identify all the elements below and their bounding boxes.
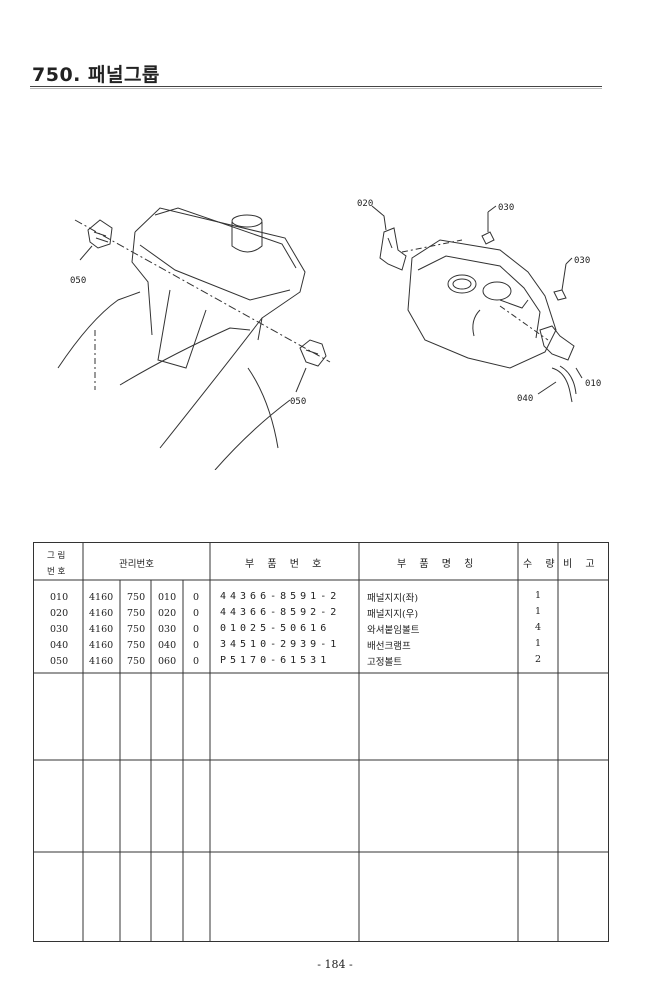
- header-part-no: 부 품 번 호: [245, 559, 327, 570]
- row4-m1: 4160: [89, 640, 114, 651]
- callout-040: 040: [517, 394, 533, 404]
- callout-020: 020: [357, 199, 373, 209]
- left-cowl: [57, 291, 141, 369]
- left-frame: [159, 317, 263, 449]
- bracket-020: [379, 227, 407, 271]
- wiring-clamp-040: [551, 367, 573, 403]
- bracket-050-upper: [87, 219, 113, 249]
- right-tank-outline: [407, 239, 557, 369]
- header-fig-no-line2: 번 호: [47, 567, 66, 577]
- bolt-030-top: [481, 231, 495, 245]
- page-title: 750. 패널그룹: [32, 64, 160, 86]
- row3-m4: 0: [193, 624, 200, 635]
- left-body-front: [157, 289, 207, 369]
- title-underline-shadow: [30, 88, 602, 89]
- header-part-name: 부 품 명 칭: [397, 559, 479, 570]
- row5-part-no: P5170-61531: [220, 655, 331, 666]
- row5-part-name: 고정볼트: [367, 657, 402, 668]
- row1-m4: 0: [193, 592, 200, 603]
- row2-m2: 750: [127, 608, 146, 619]
- table-grid-lines: [33, 542, 609, 942]
- row2-qty: 1: [535, 606, 542, 617]
- header-mgmt-no: 관리번호: [119, 559, 154, 570]
- left-panel-inner: [139, 244, 291, 301]
- title-underline: [30, 86, 602, 87]
- page-number: - 184 -: [317, 958, 353, 971]
- left-panel-top: [154, 207, 297, 269]
- left-frame-2: [247, 367, 279, 449]
- filler-neck: [231, 222, 263, 253]
- callout-050-lower: 050: [290, 397, 306, 407]
- row1-m2: 750: [127, 592, 146, 603]
- bracket-010: [539, 325, 575, 361]
- callout-010: 010: [585, 379, 601, 389]
- row3-fig: 030: [50, 624, 69, 635]
- row4-part-name: 배선크램프: [367, 641, 411, 652]
- row1-m3: 010: [158, 592, 177, 603]
- row3-qty: 4: [535, 622, 542, 633]
- row1-m1: 4160: [89, 592, 114, 603]
- right-filler-2: [482, 281, 512, 301]
- row4-m3: 040: [158, 640, 177, 651]
- row5-m3: 060: [158, 656, 177, 667]
- left-frame-3: [214, 399, 291, 470]
- row1-part-name: 패널지지(좌): [367, 593, 419, 604]
- row2-m3: 020: [158, 608, 177, 619]
- row3-part-name: 와셔붙임볼트: [367, 625, 420, 636]
- row2-m1: 4160: [89, 608, 114, 619]
- row2-fig: 020: [50, 608, 69, 619]
- row4-m4: 0: [193, 640, 200, 651]
- row5-fig: 050: [50, 656, 69, 667]
- row2-m4: 0: [193, 608, 200, 619]
- row3-m2: 750: [127, 624, 146, 635]
- row5-m2: 750: [127, 656, 146, 667]
- row1-part-no: 44366-8591-2: [220, 591, 341, 602]
- parts-table: 그 림 번 호 관리번호 부 품 번 호 부 품 명 칭 수 량 비 고 010…: [33, 542, 609, 942]
- row3-part-no: 01025-50616: [220, 623, 331, 634]
- callout-050-upper: 050: [70, 276, 86, 286]
- left-body-side: [131, 231, 153, 336]
- header-fig-no-line1: 그 림: [47, 551, 66, 561]
- row2-part-no: 44366-8592-2: [220, 607, 341, 618]
- exploded-parts-diagram: 050 050 020 030 030 010 040: [57, 199, 601, 470]
- row4-part-no: 34510-2939-1: [220, 639, 341, 650]
- right-filler-1: [447, 274, 477, 294]
- left-panel-outline: [134, 207, 306, 341]
- callout-030-top: 030: [498, 203, 514, 213]
- row5-m4: 0: [193, 656, 200, 667]
- row5-qty: 2: [535, 654, 542, 665]
- header-qty: 수 량: [523, 559, 560, 570]
- row1-qty: 1: [535, 590, 542, 601]
- row4-qty: 1: [535, 638, 542, 649]
- bolt-030-right: [553, 289, 567, 301]
- row4-fig: 040: [50, 640, 69, 651]
- row2-part-name: 패널지지(우): [367, 609, 419, 620]
- left-cowl-lower: [119, 327, 251, 386]
- row1-fig: 010: [50, 592, 69, 603]
- row3-m3: 030: [158, 624, 177, 635]
- header-remarks: 비 고: [563, 559, 600, 570]
- filler-cap: [231, 214, 263, 228]
- knob-050-lower: [299, 339, 327, 367]
- row5-m1: 4160: [89, 656, 114, 667]
- right-tank-inner: [417, 255, 541, 339]
- callout-030-right: 030: [574, 256, 590, 266]
- row3-m1: 4160: [89, 624, 114, 635]
- row4-m2: 750: [127, 640, 146, 651]
